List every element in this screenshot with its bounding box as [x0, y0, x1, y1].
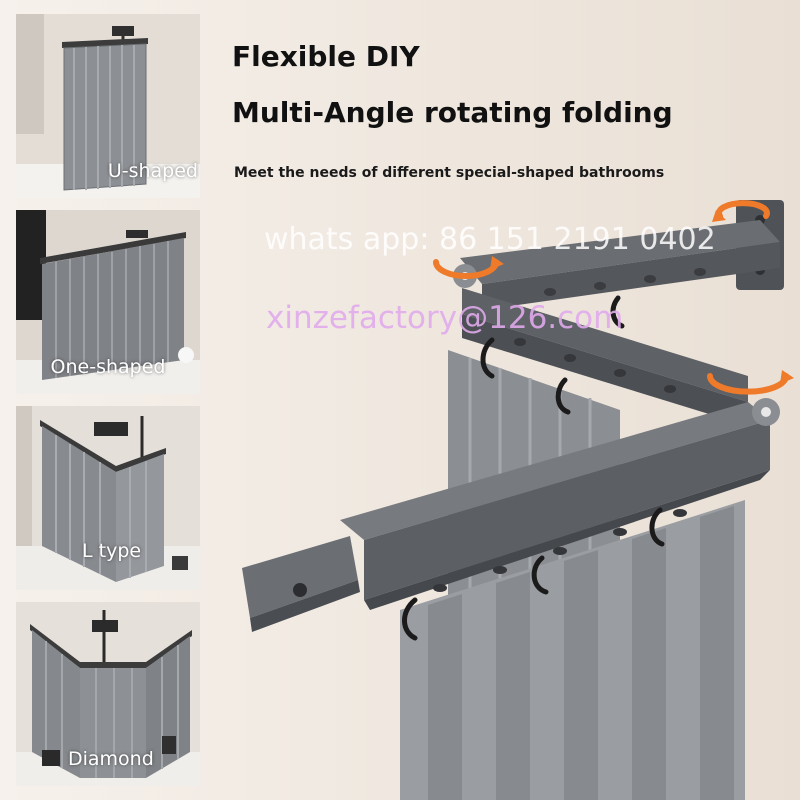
watermark-email: xinzefactory@126.com: [266, 300, 624, 336]
thumbnail-u-shaped: U-shaped: [16, 14, 200, 198]
thumbnail-one-shaped: One-shaped: [16, 210, 200, 394]
thumbnail-label-u-shaped: U-shaped: [107, 160, 198, 182]
rail-segment-middle: [462, 288, 748, 426]
rail-end-cap: [242, 536, 360, 632]
folding-rail-illustration: [242, 200, 794, 800]
l-type-illustration: [16, 406, 200, 590]
watermark-phone: whats app: 86 151 2191 0402: [264, 222, 716, 257]
tagline: Meet the needs of different special-shap…: [234, 165, 665, 181]
diamond-illustration: [16, 602, 200, 786]
one-shaped-illustration: [16, 210, 200, 394]
rail-segment-top: [460, 220, 780, 310]
rail-segment-front: [340, 402, 770, 610]
headline-subtitle: Multi-Angle rotating folding: [232, 96, 673, 129]
thumbnail-label-l-type: L type: [82, 540, 142, 562]
rotate-arrow-icon: [716, 200, 770, 219]
thumbnail-l-type: L type: [16, 406, 200, 590]
curtain-front: [400, 500, 745, 800]
curtain-hooks: [402, 295, 665, 641]
thumbnail-label-one-shaped: One-shaped: [50, 356, 166, 378]
headline-title: Flexible DIY: [232, 40, 420, 73]
u-shaped-illustration: [16, 14, 200, 198]
thumbnail-diamond: Diamond: [16, 602, 200, 786]
thumbnail-label-diamond: Diamond: [68, 748, 154, 770]
